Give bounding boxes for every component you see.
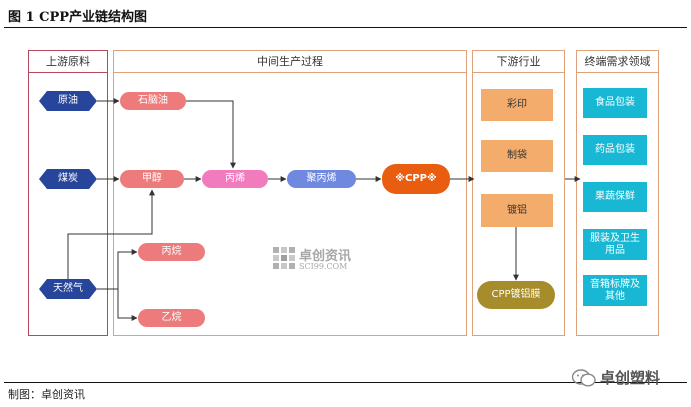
- brand-logo: 卓创塑料: [572, 366, 682, 388]
- raw-material-label: 煤炭: [58, 173, 78, 185]
- raw-material-natural-gas: 天然气: [39, 279, 97, 299]
- watermark: 卓创资讯 SCI99.COM: [273, 245, 383, 275]
- arrow-naphtha-propylene: [186, 100, 236, 169]
- node-polypropylene: 聚丙烯: [287, 170, 356, 188]
- node-methanol: 甲醇: [120, 170, 184, 188]
- downstream-item-printing: 彩印: [481, 89, 553, 121]
- watermark-logo-icon: [273, 247, 295, 269]
- node-ethane: 乙烷: [138, 309, 205, 327]
- terminal-item-produce-preservation: 果蔬保鲜: [583, 182, 647, 212]
- node-propane: 丙烷: [138, 243, 205, 261]
- source-rule: [4, 382, 687, 383]
- source-note: 制图：卓创资讯: [8, 388, 85, 401]
- node-naphtha: 石脑油: [120, 92, 186, 110]
- terminal-item-apparel-hygiene: 服装及卫生 用品: [583, 229, 647, 260]
- raw-material-coal: 煤炭: [39, 169, 97, 189]
- raw-material-crude-oil: 原油: [39, 91, 97, 111]
- midstream-column-header: 中间生产过程: [114, 51, 466, 73]
- node-propylene: 丙烯: [202, 170, 268, 188]
- downstream-item-cpp-film: CPP镀铝膜: [477, 281, 555, 309]
- node-cpp: ※CPP※: [382, 164, 450, 194]
- downstream-item-bag-making: 制袋: [481, 140, 553, 172]
- downstream-item-aluminizing: 镀铝: [481, 194, 553, 227]
- terminal-column-header: 终端需求领域: [577, 51, 658, 73]
- figure-title: 图 1 CPP产业链结构图: [8, 10, 147, 25]
- title-rule: [4, 27, 687, 28]
- arrow-gas-methanol: [67, 189, 155, 280]
- upstream-column-header: 上游原料: [29, 51, 107, 73]
- watermark-name: 卓创资讯: [299, 249, 352, 264]
- terminal-item-food-packaging: 食品包装: [583, 88, 647, 118]
- arrow-gas-propane: [117, 249, 138, 289]
- logo-text: 卓创塑料: [600, 369, 661, 387]
- downstream-column-header: 下游行业: [473, 51, 564, 73]
- arrow-gas-ethane: [117, 289, 138, 321]
- wechat-icon: [572, 369, 596, 387]
- terminal-item-drug-packaging: 药品包装: [583, 135, 647, 165]
- watermark-url: SCI99.COM: [299, 262, 348, 271]
- terminal-item-audio-labels: 音箱标牌及 其他: [583, 275, 647, 306]
- raw-material-label: 原油: [58, 95, 78, 107]
- raw-material-label: 天然气: [53, 283, 83, 295]
